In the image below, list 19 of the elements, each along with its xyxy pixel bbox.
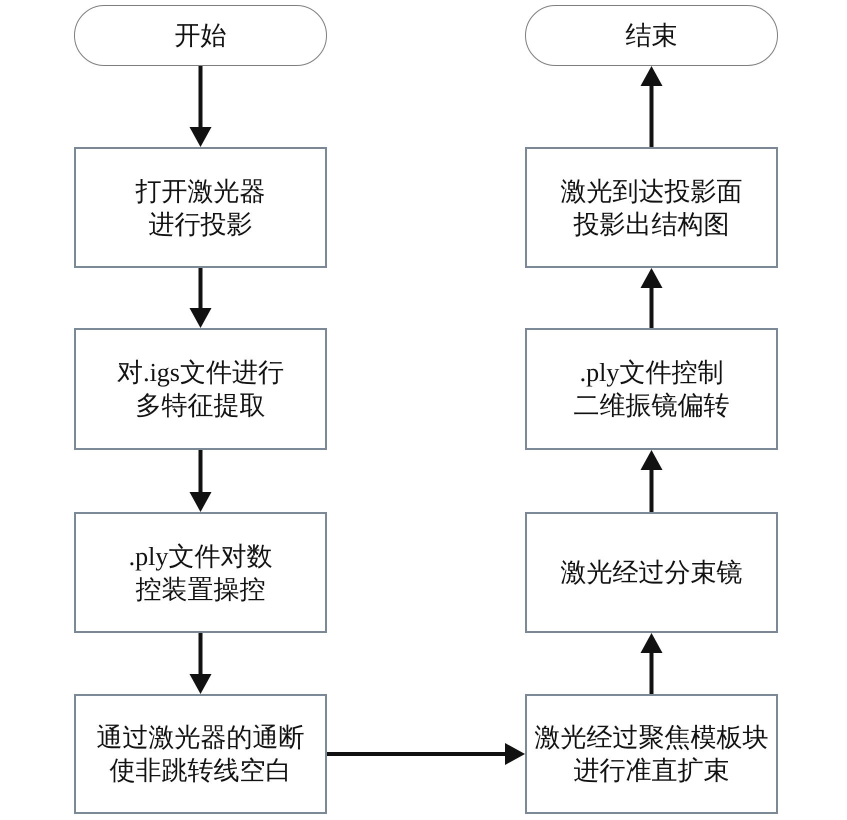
arrow bbox=[640, 633, 662, 694]
process-box: 打开激光器进行投影 bbox=[74, 147, 327, 268]
arrow bbox=[190, 450, 212, 512]
arrow bbox=[190, 268, 212, 328]
terminal-shape: 开始 bbox=[74, 5, 327, 66]
process-box: 通过激光器的通断使非跳转线空白 bbox=[74, 694, 327, 814]
terminal-shape: 结束 bbox=[525, 5, 778, 66]
process-box: .ply文件对数控装置操控 bbox=[74, 512, 327, 633]
arrow bbox=[640, 268, 662, 328]
process-box: 激光经过聚焦模板块进行准直扩束 bbox=[525, 694, 778, 814]
arrow bbox=[640, 450, 662, 512]
arrow bbox=[327, 743, 525, 765]
process-box: 激光经过分束镜 bbox=[525, 512, 778, 633]
arrow bbox=[640, 66, 662, 147]
process-box: 激光到达投影面投影出结构图 bbox=[525, 147, 778, 268]
process-box: 对.igs文件进行多特征提取 bbox=[74, 328, 327, 450]
process-box: .ply文件控制二维振镜偏转 bbox=[525, 328, 778, 450]
arrow bbox=[190, 633, 212, 694]
arrow bbox=[190, 66, 212, 147]
